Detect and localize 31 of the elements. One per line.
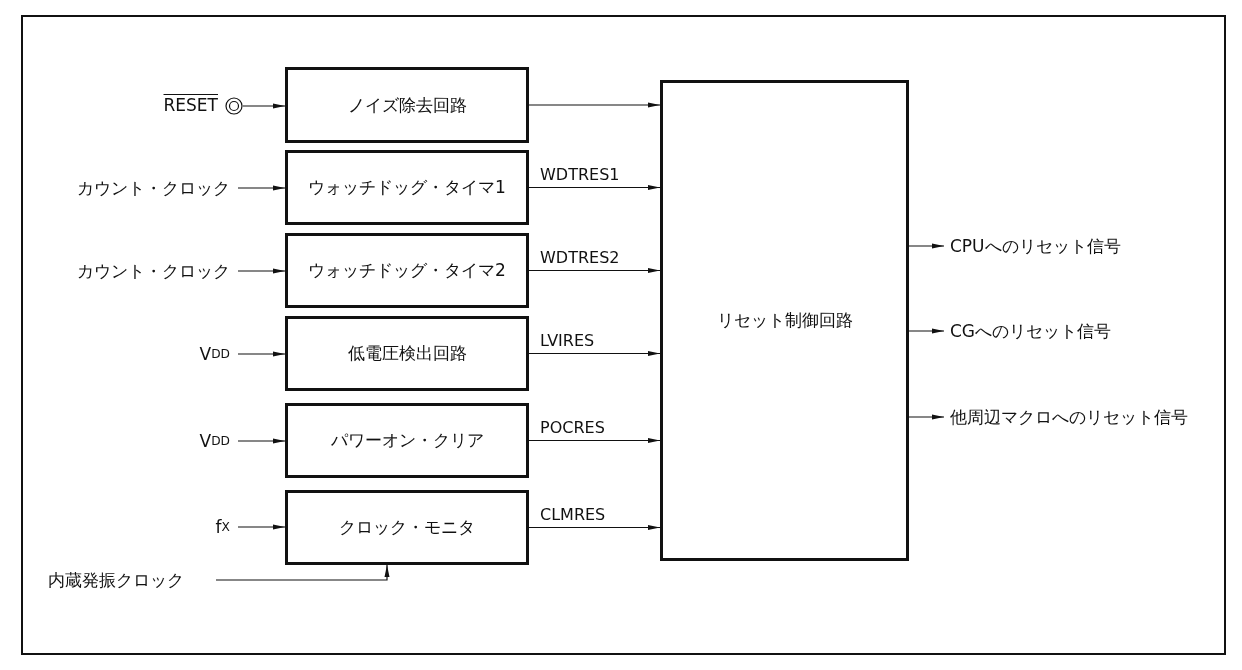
arrow <box>237 185 286 191</box>
pin-terminal-icon <box>225 97 243 115</box>
block-box: リセット制御回路 <box>660 80 909 561</box>
arrow <box>528 185 661 190</box>
arrow <box>528 438 661 443</box>
arrow <box>237 438 286 444</box>
arrow <box>528 268 661 273</box>
arrow <box>908 328 945 334</box>
block-box: クロック・モニタ <box>285 490 529 565</box>
signal-label: CPUへのリセット信号 <box>950 234 1200 258</box>
signal-label: 他周辺マクロへのリセット信号 <box>950 405 1220 429</box>
arrow <box>242 103 286 109</box>
block-box: 低電圧検出回路 <box>285 316 529 391</box>
arrow <box>237 268 286 274</box>
pin-label: RESET <box>162 96 219 114</box>
signal-label: CGへのリセット信号 <box>950 319 1200 343</box>
signal-label: 内蔵発振クロック <box>48 568 214 592</box>
arrow <box>528 525 661 530</box>
signal-label: カウント・クロック <box>40 176 230 200</box>
signal-label: カウント・クロック <box>40 259 230 283</box>
block-box: ウォッチドッグ・タイマ2 <box>285 233 529 308</box>
arrow <box>237 524 286 530</box>
arrow <box>528 351 661 356</box>
arrow <box>908 414 945 420</box>
block-box: ウォッチドッグ・タイマ1 <box>285 150 529 225</box>
arrow <box>528 102 661 108</box>
block-box: パワーオン・クリア <box>285 403 529 478</box>
block-box: ノイズ除去回路 <box>285 67 529 143</box>
arrow <box>908 243 945 249</box>
arrow <box>237 351 286 357</box>
arrow <box>215 564 390 581</box>
